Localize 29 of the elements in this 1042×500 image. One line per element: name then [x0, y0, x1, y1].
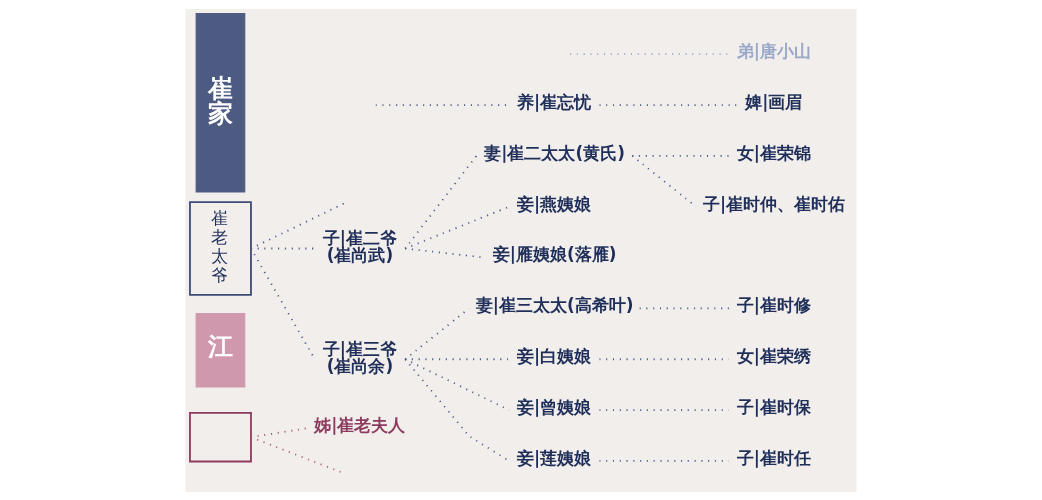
node-box: 崔家 — [195, 12, 246, 193]
node-text: 女|崔荣锦 — [736, 142, 811, 163]
connector — [250, 201, 346, 249]
node-text: 弟|唐小山 — [736, 40, 811, 61]
node-box: 江 — [195, 312, 246, 387]
node-text: 养|崔忘忧 — [517, 91, 592, 112]
node-text: 子|崔时修 — [736, 294, 811, 315]
node-text: 妻|崔三太太(高希叶) — [475, 294, 634, 315]
connector — [404, 357, 511, 462]
node-text: 子|崔二爷 (崔尚武) — [322, 227, 397, 265]
connector — [404, 154, 478, 249]
node-text: 婢|画眉 — [745, 91, 803, 112]
node-text: 妾|白姨娘 — [517, 345, 592, 366]
node-text: 子|崔时仲、崔时佑 — [702, 193, 846, 214]
node-text: 子|崔时保 — [736, 396, 811, 417]
node-box: 崔老太爷 — [189, 200, 252, 296]
node-text: 妾|莲姨娘 — [517, 447, 592, 468]
node-text: 姊|崔老夫人 — [314, 414, 406, 435]
connector — [598, 103, 738, 106]
node-box — [189, 411, 252, 462]
connector — [631, 154, 730, 157]
node-text: 子|崔时任 — [736, 447, 811, 468]
node-text: 妻|崔二太太(黄氏) — [484, 142, 625, 163]
node-text: 妾|雁姨娘(落雁) — [492, 243, 617, 264]
node-text: 妾|燕姨娘 — [517, 193, 592, 214]
node-text: 子|崔三爷 (崔尚余) — [322, 338, 397, 376]
connector — [638, 307, 730, 309]
node-text: 女|崔荣绣 — [736, 345, 811, 366]
node-text: 妾|曾姨娘 — [517, 396, 592, 417]
